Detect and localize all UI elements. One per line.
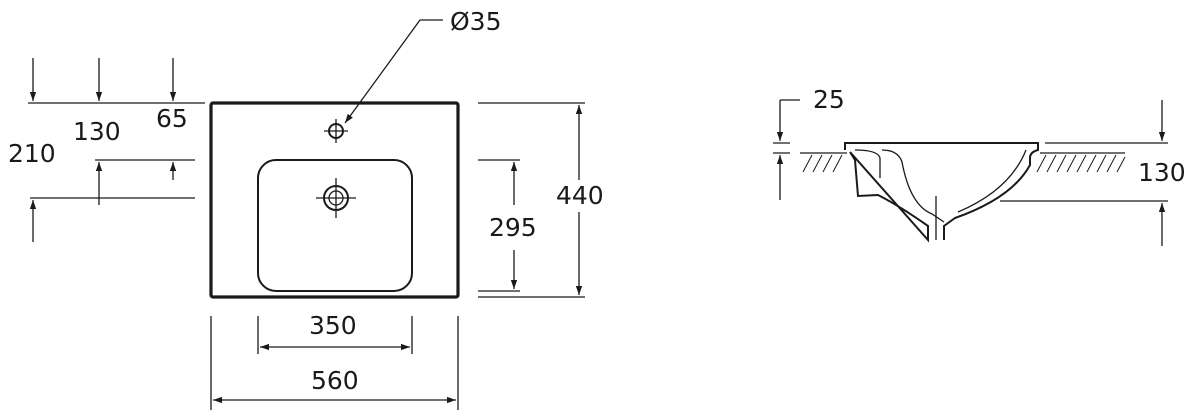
countertop-hatch-right	[1036, 152, 1126, 173]
basin-profile-outer	[844, 142, 1039, 243]
dim-rim-height: 25	[813, 85, 845, 114]
basin-outline	[209, 101, 460, 299]
dim-total-width: 560	[311, 366, 359, 395]
dim-total-length: 440	[556, 181, 604, 210]
top-view: Ø35 210 130 65 29	[8, 7, 604, 410]
bowl-outline	[257, 159, 413, 292]
basin-profile-inner	[854, 149, 1027, 223]
drain-symbol	[316, 178, 356, 218]
dim-bowl-depth: 130	[1138, 158, 1186, 187]
dim-basin-length: 295	[489, 213, 537, 242]
side-view: 25 130	[773, 85, 1186, 246]
dim-basin-width: 350	[309, 311, 357, 340]
hole-diameter-leader	[344, 19, 443, 124]
dim-total-depth-left: 210	[8, 139, 56, 168]
dim-tap-offset: 65	[156, 104, 188, 133]
tap-hole-symbol	[324, 119, 348, 143]
dim-line-25	[773, 99, 800, 200]
dim-hole-diameter: Ø35	[450, 7, 502, 36]
countertop-hatch-left	[800, 152, 847, 173]
dim-basin-offset: 130	[73, 117, 121, 146]
dim-line-130-side	[1000, 100, 1168, 246]
